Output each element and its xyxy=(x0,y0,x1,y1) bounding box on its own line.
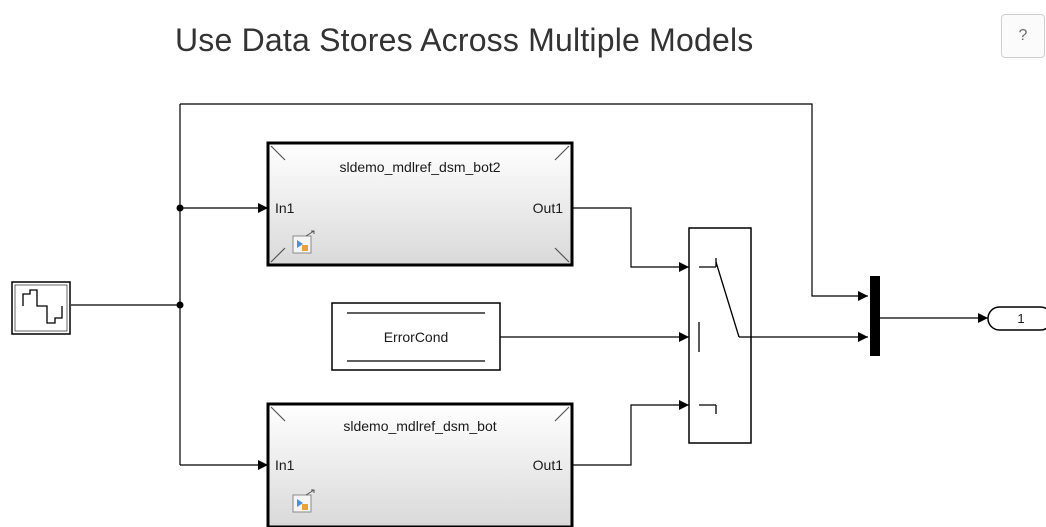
outport-block[interactable]: 1 xyxy=(987,306,1046,331)
model-block-bottom[interactable]: sldemo_mdlref_dsm_bot In1 Out1 xyxy=(266,402,574,527)
help-button[interactable]: ? xyxy=(1001,14,1045,58)
page-title: Use Data Stores Across Multiple Models xyxy=(175,22,754,58)
model-bottom-name: sldemo_mdlref_dsm_bot xyxy=(343,418,496,434)
signal-model-bottom-to-switch xyxy=(571,400,689,466)
signal-bypass-to-mux xyxy=(180,103,868,301)
model-bottom-out-port: Out1 xyxy=(533,457,564,473)
model-reference-icon xyxy=(292,230,315,254)
data-store-name: ErrorCond xyxy=(384,329,449,345)
model-top-in-port: In1 xyxy=(275,200,295,216)
model-block-top[interactable]: sldemo_mdlref_dsm_bot2 In1 Out1 xyxy=(266,141,574,267)
signal-wave-icon xyxy=(22,289,63,324)
model-top-name: sldemo_mdlref_dsm_bot2 xyxy=(339,159,500,175)
mux-block[interactable] xyxy=(870,276,880,356)
signal-model-top-to-switch xyxy=(571,207,689,272)
switch-block[interactable] xyxy=(688,227,752,444)
junction-dot xyxy=(176,204,184,212)
outport-number: 1 xyxy=(1017,311,1024,326)
junction-dot xyxy=(176,301,184,309)
model-top-out-port: Out1 xyxy=(533,200,564,216)
data-store-read-block[interactable]: ErrorCond xyxy=(331,302,501,371)
signal-generator-block[interactable] xyxy=(11,281,71,335)
model-reference-icon xyxy=(292,489,315,513)
signal-lines xyxy=(71,103,988,470)
model-bottom-in-port: In1 xyxy=(275,457,295,473)
